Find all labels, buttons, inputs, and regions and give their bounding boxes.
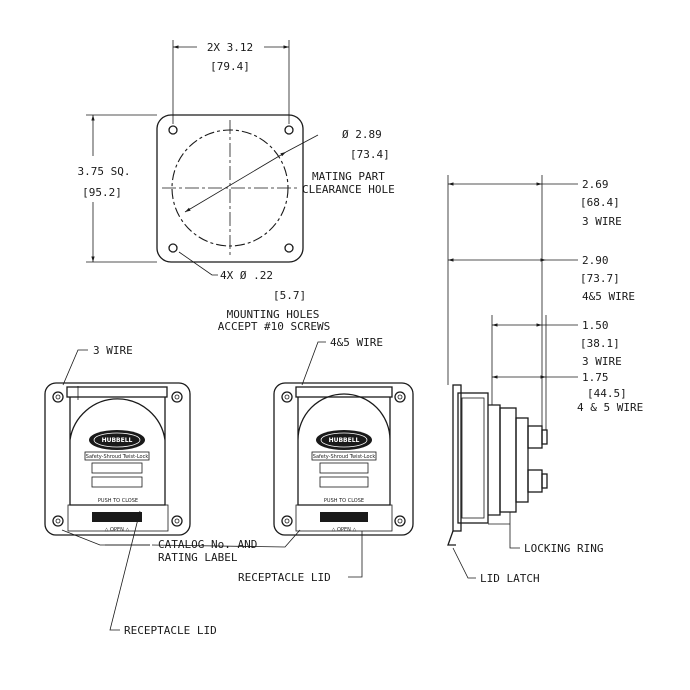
- clearance-label-1: MATING PART: [312, 170, 385, 183]
- receptacle-lid-label-bottom: RECEPTACLE LID: [124, 624, 217, 637]
- dim1-note: 3 WIRE: [582, 215, 622, 228]
- dim3-text: 1.50: [582, 319, 609, 332]
- label-4-5-wire: 4&5 WIRE: [330, 336, 383, 349]
- mounting-plate-outline: [156, 114, 304, 263]
- front-plate-left: [44, 382, 191, 536]
- mounting-hole-top-right: [284, 125, 294, 135]
- svg-text:△ OPEN △: △ OPEN △: [332, 527, 357, 533]
- front-view-3-wire: HUBBELL Safety-Shroud Twist-Lock PUSH TO…: [44, 344, 191, 536]
- label-3-wire: 3 WIRE: [93, 344, 133, 357]
- svg-text:Safety-Shroud Twist-Lock: Safety-Shroud Twist-Lock: [313, 454, 376, 460]
- svg-text:PUSH TO CLOSE: PUSH TO CLOSE: [324, 498, 364, 504]
- clearance-label-2: CLEARANCE HOLE: [302, 183, 395, 196]
- brand-logo-middle: HUBBELL: [329, 437, 360, 444]
- clearance-diameter-mm-text: [73.4]: [350, 148, 390, 161]
- dim1-mm-text: [68.4]: [580, 196, 620, 209]
- mount-label-1: MOUNTING HOLES: [227, 308, 320, 321]
- dim2-text: 2.90: [582, 254, 609, 267]
- receptacle-lid-label-middle: RECEPTACLE LID: [238, 571, 331, 584]
- svg-text:Safety-Shroud Twist-Lock: Safety-Shroud Twist-Lock: [86, 454, 149, 460]
- dim4-mm-text: [44.5]: [587, 387, 627, 400]
- mounting-hole-bottom-left: [168, 243, 178, 253]
- hole-spacing-mm-text: [79.4]: [210, 60, 250, 73]
- dim3-note: 3 WIRE: [582, 355, 622, 368]
- mounting-hole-top-left: [168, 125, 178, 135]
- mount-hole-text: 4X Ø .22: [220, 269, 273, 282]
- dim1-text: 2.69: [582, 178, 609, 191]
- mount-label-2: ACCEPT #10 SCREWS: [218, 320, 331, 333]
- locking-ring-body: [499, 407, 517, 513]
- mounting-hole-bottom-right: [284, 243, 294, 253]
- square-size-mm-text: [95.2]: [82, 186, 122, 199]
- dim4-text: 1.75: [582, 371, 609, 384]
- hole-spacing-text: 2X 3.12: [207, 41, 253, 54]
- mount-hole-mm-text: [5.7]: [273, 289, 306, 302]
- catalog-label-2: RATING LABEL: [158, 551, 238, 564]
- dim2-note: 4&5 WIRE: [582, 290, 635, 303]
- dim4-note: 4 & 5 WIRE: [577, 401, 643, 414]
- top-view: 2X 3.12 [79.4] 3.75 SQ. [95.2] Ø 2.89 [7…: [78, 40, 395, 333]
- front-view-4-5-wire: HUBBELL Safety-Shroud Twist-Lock PUSH TO…: [273, 336, 414, 536]
- brand-logo-left: HUBBELL: [102, 437, 133, 444]
- front-view-leaders: CATALOG No. AND RATING LABEL RECEPTACLE …: [61, 510, 363, 637]
- front-plate-middle: [273, 382, 414, 536]
- dim3-mm-text: [38.1]: [580, 337, 620, 350]
- svg-text:PUSH TO CLOSE: PUSH TO CLOSE: [98, 498, 138, 504]
- side-view: 2.69 [68.4] 3 WIRE 2.90 [73.7] 4&5 WIRE …: [447, 175, 643, 585]
- lid-latch-label: LID LATCH: [480, 572, 540, 585]
- dim2-mm-text: [73.7]: [580, 272, 620, 285]
- clearance-diameter-text: Ø 2.89: [342, 128, 382, 141]
- locking-ring-label: LOCKING RING: [524, 542, 603, 555]
- square-size-text: 3.75 SQ.: [78, 165, 131, 178]
- side-plate: [457, 392, 489, 524]
- catalog-label-1: CATALOG No. AND: [158, 538, 257, 551]
- svg-text:△ OPEN △: △ OPEN △: [105, 527, 130, 533]
